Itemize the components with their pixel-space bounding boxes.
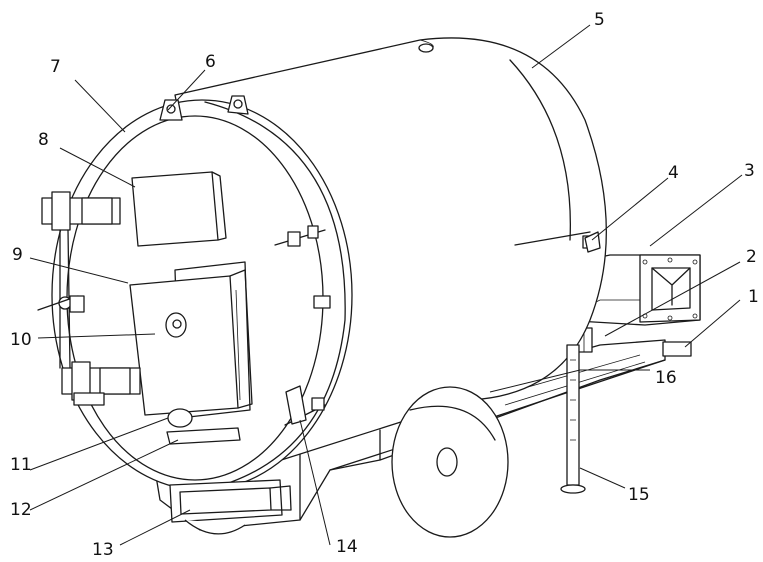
label-14: 14 [336, 537, 358, 557]
label-3: 3 [744, 161, 755, 181]
front-wheel [184, 519, 246, 535]
main-wheel [391, 386, 509, 538]
label-9: 9 [12, 245, 23, 265]
upper-door [131, 171, 227, 247]
label-6: 6 [205, 52, 216, 72]
left-hinges [37, 191, 141, 406]
label-7: 7 [50, 57, 61, 77]
label-13: 13 [92, 540, 114, 560]
label-5: 5 [594, 10, 605, 30]
reference-labels: 7 6 5 4 3 2 1 16 15 8 9 10 11 12 13 14 [10, 10, 759, 560]
label-15: 15 [628, 485, 650, 505]
support-leg [560, 344, 586, 494]
label-4: 4 [668, 163, 679, 183]
label-1: 1 [748, 287, 759, 307]
label-8: 8 [38, 130, 49, 150]
leader-lines [29, 24, 743, 546]
label-10: 10 [10, 330, 32, 350]
bottom-plate [166, 427, 241, 445]
rear-fitting [662, 341, 692, 357]
label-12: 12 [10, 500, 32, 520]
inspection-port [165, 312, 187, 338]
label-2: 2 [746, 247, 757, 267]
rim-clamps [274, 225, 331, 426]
label-11: 11 [10, 455, 32, 475]
lifting-lugs [159, 95, 249, 121]
outlet-duct [514, 254, 701, 326]
bottom-port [167, 408, 193, 428]
label-16: 16 [655, 368, 677, 388]
front-lug [169, 479, 292, 523]
main-door [129, 261, 253, 419]
